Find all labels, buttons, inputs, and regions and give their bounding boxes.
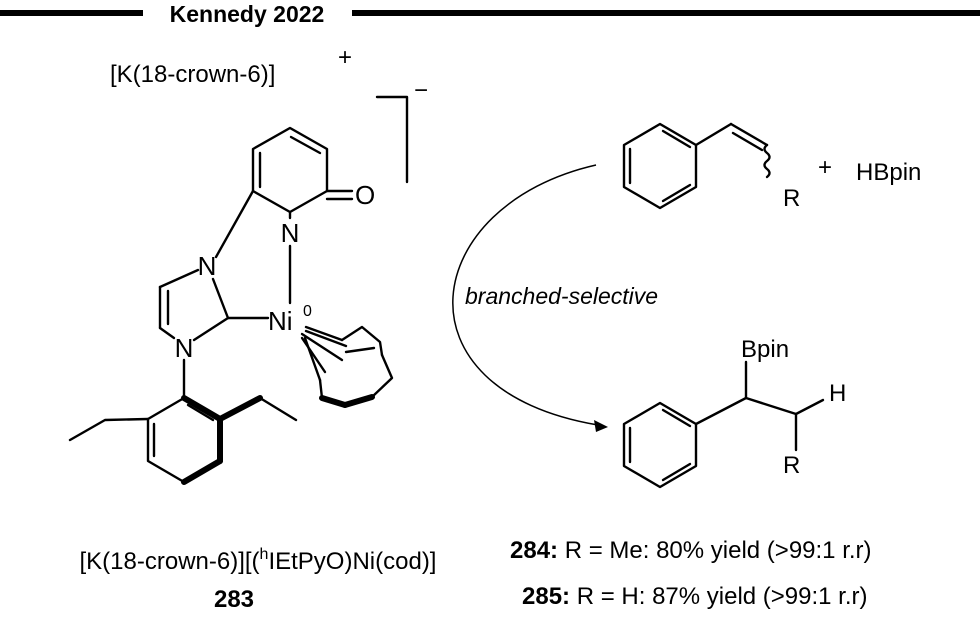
formula-part-b: IEtPyO)Ni(cod)]: [268, 548, 436, 575]
pyridone-ring: [251, 126, 354, 214]
anion-bracket: [375, 95, 409, 184]
product-hydrogen: H: [829, 380, 846, 407]
wavy-bond: [763, 143, 771, 179]
header-title: Kennedy 2022: [170, 1, 325, 27]
header: Kennedy 2022: [0, 1, 980, 27]
nickel-oxidation-state: 0: [303, 303, 312, 320]
result-284: 284: R = Me: 80% yield (>99:1 r.r): [510, 537, 872, 564]
formula-superscript: h: [260, 546, 269, 563]
nickel-atom: Ni: [268, 306, 293, 336]
result-285-text: R = H: 87% yield (>99:1 r.r): [570, 583, 867, 610]
arrow-head: [594, 420, 608, 432]
pyridyl-imidazole-bond: [214, 189, 255, 259]
product-r-group: R: [783, 452, 800, 479]
catalyst-number: 283: [214, 586, 254, 613]
result-285-id: 285:: [522, 583, 570, 610]
result-284-text: R = Me: 80% yield (>99:1 r.r): [558, 537, 871, 564]
imidazole-ring: [158, 268, 230, 342]
result-284-id: 284:: [510, 537, 558, 564]
reaction: R + HBpin branched-selective Bpin H R 28…: [452, 122, 921, 610]
condition-label: branched-selective: [465, 283, 658, 309]
plus-sign: +: [818, 154, 832, 181]
borylated-product: Bpin H R: [622, 336, 846, 489]
cod-ligand: [300, 325, 394, 408]
pyridone-nitrogen: N: [281, 218, 300, 248]
imidazole-nitrogen-top: N: [198, 251, 217, 281]
substrate-r-group: R: [783, 185, 800, 212]
formula-part-a: [K(18-crown-6)][(: [80, 548, 260, 575]
anion-charge: −: [414, 77, 428, 104]
diethylphenyl-ring: [68, 395, 298, 485]
carbonyl-oxygen: O: [355, 180, 375, 210]
product-bpin: Bpin: [741, 336, 789, 363]
cation-label: [K(18-crown-6)]: [110, 61, 275, 88]
catalyst-formula: [K(18-crown-6)][(hIEtPyO)Ni(cod)]: [80, 546, 437, 575]
result-285: 285: R = H: 87% yield (>99:1 r.r): [522, 583, 868, 610]
catalyst-structure: [K(18-crown-6)] + − N O N N: [68, 44, 437, 613]
reaction-arrow: [452, 164, 599, 426]
cation-charge: +: [338, 44, 352, 71]
imidazole-nitrogen-bottom: N: [175, 333, 194, 363]
styrene-substrate: R: [622, 122, 800, 212]
hbpin-reagent: HBpin: [856, 159, 921, 186]
